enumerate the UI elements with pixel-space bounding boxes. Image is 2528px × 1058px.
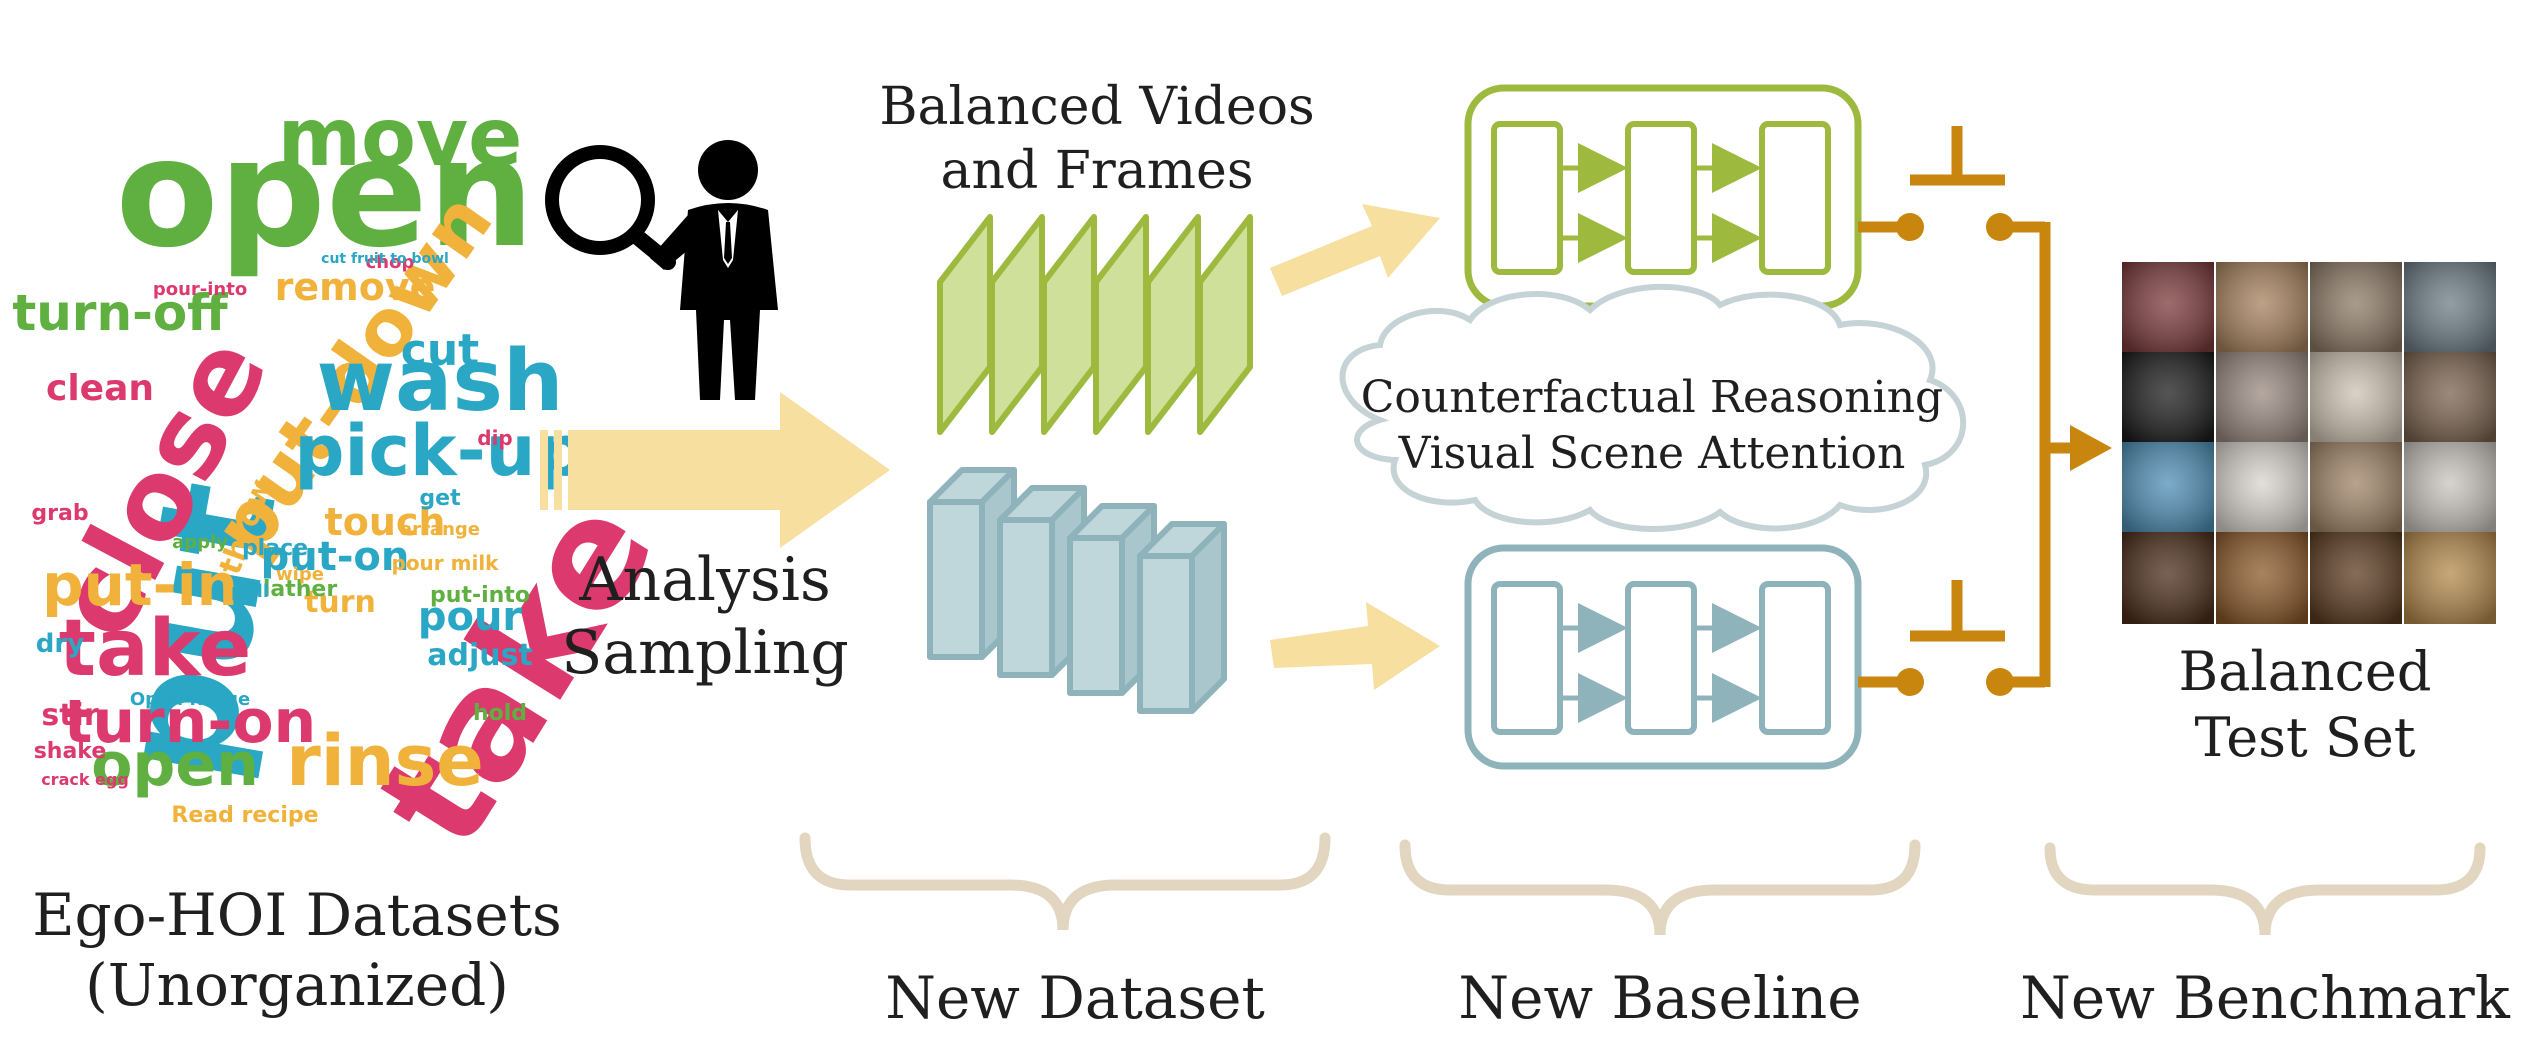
- test-frame-shade: [2216, 532, 2308, 624]
- test-set-line2: Test Set: [2194, 706, 2415, 769]
- word-cloud-word: place: [242, 536, 308, 561]
- word-cloud-word: pick-up: [294, 410, 585, 492]
- word-cloud-word: clean: [46, 368, 154, 409]
- brace-benchmark: [2044, 842, 2486, 936]
- clip-stack-icon: [927, 467, 1227, 714]
- word-cloud-word: cut: [401, 325, 479, 376]
- arrow-to-bottom-model: [1270, 602, 1440, 690]
- test-frame-shade: [2122, 352, 2214, 444]
- word-cloud-word: dip: [477, 426, 513, 450]
- word-cloud-word: pull: [231, 581, 269, 602]
- cloud-label-line1: Counterfactual Reasoning: [1361, 372, 1943, 423]
- cloud-icon: [1339, 283, 1967, 532]
- word-cloud-word: wipe: [276, 564, 324, 585]
- top-model-block: [1464, 84, 1862, 310]
- word-cloud-word: crack egg: [41, 770, 129, 789]
- test-frame-shade: [2122, 532, 2214, 624]
- test-frame-shade: [2216, 262, 2308, 354]
- word-cloud-word: arrange: [400, 519, 480, 540]
- word-cloud-word: Open fridge: [130, 689, 250, 710]
- frames-title-line1: Balanced Videos: [879, 77, 1314, 137]
- analysis-label-line2: Sampling: [561, 618, 849, 688]
- cloud-label-line2: Visual Scene Attention: [1398, 428, 1906, 479]
- word-cloud-area: [30, 100, 535, 835]
- frames-title-line2: and Frames: [940, 141, 1253, 201]
- test-frame-shade: [2310, 442, 2402, 534]
- word-cloud-word: take: [59, 604, 252, 694]
- word-cloud-word: remove: [275, 265, 436, 309]
- word-cloud-word: grab: [31, 501, 88, 526]
- brace-benchmark-label: New Benchmark: [2020, 964, 2511, 1032]
- word-cloud-word: open: [91, 730, 259, 800]
- test-frame-shade: [2216, 352, 2308, 444]
- test-frame-shade: [2404, 442, 2496, 534]
- left-title-line1: Ego-HOI Datasets: [32, 881, 562, 949]
- brace-baseline: [1399, 839, 1921, 936]
- word-cloud-word: move: [278, 91, 523, 184]
- word-cloud-word: wash: [317, 332, 564, 431]
- magnifier-person-icon: [545, 140, 778, 400]
- video-frame: [1041, 214, 1097, 435]
- video-frame: [937, 214, 993, 435]
- word-cloud-word: put-on: [261, 534, 410, 580]
- word-cloud-word: touch: [325, 500, 446, 544]
- word-cloud-word: Read recipe: [171, 803, 318, 828]
- analysis-label-line1: Analysis: [578, 545, 831, 615]
- word-cloud-word: turn-off: [12, 284, 228, 342]
- brace-baseline-label: New Baseline: [1458, 964, 1861, 1032]
- word-cloud-word: pour-into: [153, 279, 247, 300]
- word-cloud-word: hold: [473, 701, 527, 726]
- word-cloud-word: apply: [172, 532, 228, 553]
- test-frame-shade: [2310, 262, 2402, 354]
- word-cloud-word: put-into: [430, 583, 530, 608]
- test-frame-shade: [2404, 532, 2496, 624]
- bottom-model-block: [1464, 544, 1862, 770]
- left-title-line2: (Unorganized): [85, 951, 509, 1019]
- word-cloud-word: turn-on: [64, 687, 317, 757]
- word-cloud-word: pour milk: [392, 551, 500, 575]
- switch-icon: [1858, 126, 2112, 696]
- word-cloud-word: stir: [41, 698, 98, 733]
- test-frame-shade: [2122, 442, 2214, 534]
- video-frame: [1145, 214, 1201, 435]
- brace-dataset-label: New Dataset: [885, 964, 1265, 1032]
- brace-dataset: [799, 832, 1331, 931]
- frame-stack-icon: [937, 214, 1253, 435]
- video-frame: [989, 214, 1045, 435]
- test-frame-shade: [2404, 352, 2496, 444]
- test-frame-shade: [2122, 262, 2214, 354]
- word-cloud-word: lather: [263, 577, 337, 602]
- word-cloud-word: chop: [366, 252, 415, 273]
- test-frame-shade: [2404, 262, 2496, 354]
- word-cloud-word: turn: [304, 585, 376, 620]
- word-cloud-word: open: [116, 107, 535, 281]
- word-cloud-word: dry: [36, 629, 84, 659]
- word-cloud-word: shake: [34, 739, 107, 764]
- word-cloud-word: pour: [418, 594, 523, 640]
- arrow-to-top-model: [1270, 204, 1440, 296]
- word-cloud-word: put-in: [42, 551, 238, 619]
- word-cloud-word: rinse: [286, 720, 484, 802]
- test-set-line1: Balanced: [2179, 640, 2432, 703]
- video-frame: [1093, 214, 1149, 435]
- word-cloud: takeputopencloseput-downmovewashpick-upr…: [12, 91, 688, 876]
- test-frame-shade: [2310, 352, 2402, 444]
- word-cloud-word: cut fruit to bowl: [321, 251, 449, 267]
- arrow-icon: [540, 392, 890, 548]
- test-set-mosaic: [2122, 262, 2496, 624]
- test-frame-shade: [2216, 442, 2308, 534]
- test-frame-shade: [2310, 532, 2402, 624]
- word-cloud-word: adjust: [427, 638, 533, 673]
- word-cloud-word: get: [419, 486, 461, 511]
- video-clip: [1137, 521, 1227, 714]
- video-frame: [1197, 214, 1253, 435]
